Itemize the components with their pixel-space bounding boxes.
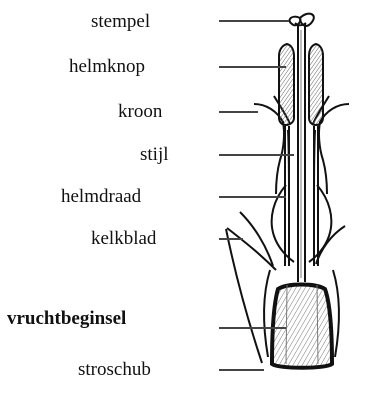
label-kelkblad: kelkblad bbox=[91, 229, 156, 248]
label-helmdraad: helmdraad bbox=[61, 187, 141, 206]
label-stempel: stempel bbox=[91, 12, 150, 31]
stigma bbox=[290, 14, 314, 26]
style bbox=[298, 24, 305, 282]
label-helmknop: helmknop bbox=[69, 57, 145, 76]
ovary bbox=[272, 285, 332, 368]
label-kroon: kroon bbox=[118, 102, 162, 121]
label-stroschub: stroschub bbox=[78, 360, 151, 379]
label-vruchtbeginsel: vruchtbeginsel bbox=[7, 309, 126, 328]
label-stijl: stijl bbox=[140, 145, 169, 164]
